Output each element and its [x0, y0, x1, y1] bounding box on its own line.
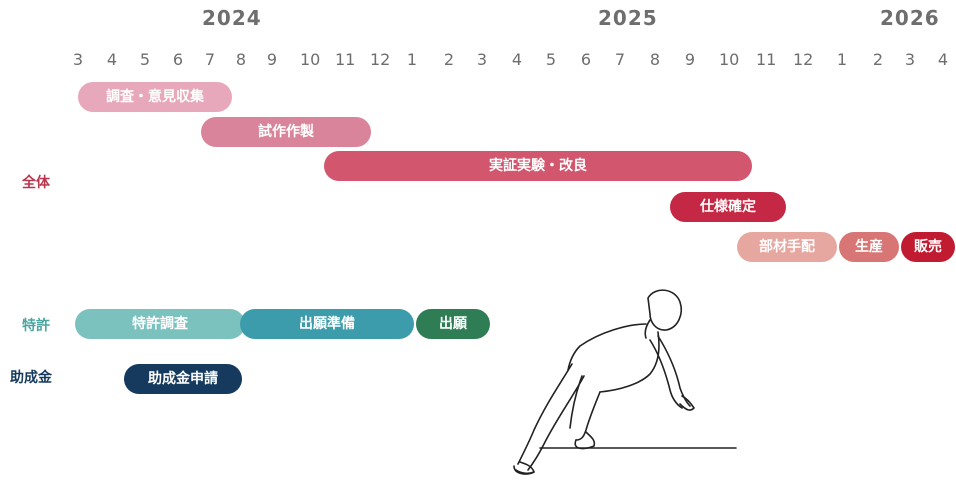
month-label: 7: [614, 50, 626, 69]
task-bar-filing: 出願: [416, 309, 490, 339]
month-label: 7: [204, 50, 216, 69]
month-label: 11: [756, 50, 777, 69]
month-label: 1: [406, 50, 418, 69]
month-label: 12: [370, 50, 391, 69]
month-label: 5: [545, 50, 557, 69]
month-label: 2: [443, 50, 455, 69]
month-label: 12: [793, 50, 814, 69]
month-label: 10: [300, 50, 321, 69]
task-bar-parts: 部材手配: [737, 232, 837, 262]
month-label: 9: [684, 50, 696, 69]
month-label: 6: [172, 50, 184, 69]
task-bar-filing-prep: 出願準備: [240, 309, 414, 339]
row-label-overall: 全体: [22, 175, 50, 191]
task-bar-production: 生産: [839, 232, 899, 262]
month-label: 10: [719, 50, 740, 69]
month-label: 1: [836, 50, 848, 69]
month-label: 4: [106, 50, 118, 69]
month-label: 8: [649, 50, 661, 69]
task-bar-survey: 調査・意見収集: [78, 82, 232, 112]
month-label: 3: [72, 50, 84, 69]
task-bar-prototype: 試作作製: [201, 117, 371, 147]
task-bar-grant-application: 助成金申請: [124, 364, 242, 394]
month-label: 3: [904, 50, 916, 69]
month-label: 8: [235, 50, 247, 69]
month-label: 2: [872, 50, 884, 69]
running-person-illustration: [513, 289, 737, 475]
head-outline: [647, 289, 682, 331]
year-2024: 2024: [202, 6, 262, 30]
task-bar-verification: 実証実験・改良: [324, 151, 752, 181]
month-label: 11: [335, 50, 356, 69]
month-label: 5: [139, 50, 151, 69]
month-label: 9: [266, 50, 278, 69]
task-bar-patent-search: 特許調査: [75, 309, 245, 339]
month-label: 4: [937, 50, 949, 69]
row-label-grant: 助成金: [10, 370, 52, 386]
row-label-patent: 特許: [22, 318, 50, 334]
year-2026: 2026: [880, 6, 940, 30]
task-bar-sales: 販売: [901, 232, 955, 262]
month-label: 4: [511, 50, 523, 69]
month-label: 6: [580, 50, 592, 69]
month-label: 3: [476, 50, 488, 69]
year-2025: 2025: [598, 6, 658, 30]
task-bar-spec: 仕様確定: [670, 192, 786, 222]
